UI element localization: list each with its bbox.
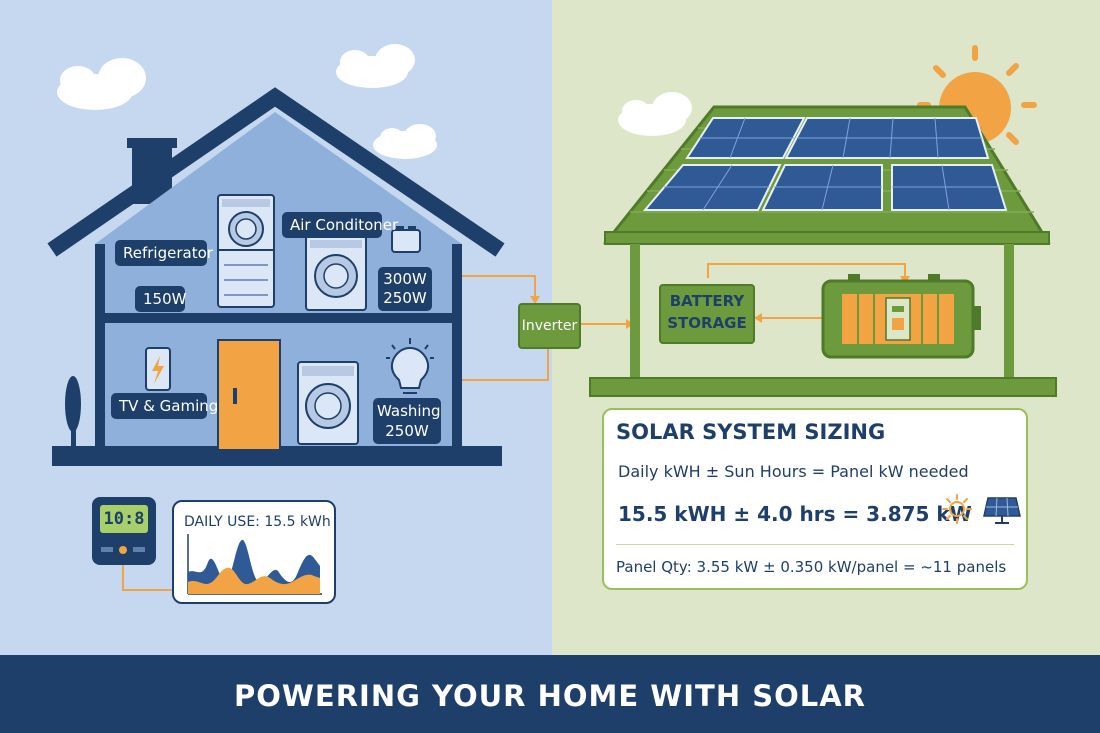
washer-lower-icon [297,361,359,445]
inverter-box [518,303,581,349]
cloud-left [57,58,146,110]
battery-line1: BATTERY [669,292,745,310]
inverter-label: Inverter [521,318,578,334]
sizing-divider [616,544,1014,545]
solar-sizing-panel: SOLAR SYSTEM SIZING Daily kWH ± Sun Hour… [602,408,1028,590]
door [217,339,281,451]
banner-title: POWERING YOUR HOME WITH SOLAR [234,679,866,713]
battery-icon [821,274,981,359]
small-solar-panel-icon [983,497,1021,524]
meter-display: 10:8 [103,509,145,529]
phone-icon [145,347,171,391]
washer-dryer-stack [217,194,275,308]
refrigerator-label: Refrigerator [115,240,213,266]
small-sun-icon [942,494,972,524]
house [47,87,505,466]
ac-unit-icon [391,226,421,253]
energy-meter [92,497,172,591]
panel-qty: Panel Qty: 3.55 kW ± 0.350 kW/panel = ~1… [616,558,1007,576]
footer-banner: POWERING YOUR HOME WITH SOLAR [0,655,1100,733]
solar-roof [589,105,1057,397]
cloud-middle [336,44,415,88]
washing-text: Washing [377,402,441,420]
daily-use-label: DAILY USE: 15.5 kWh [184,514,331,530]
sizing-calculation: 15.5 kWH ± 4.0 hrs = 3.875 kW [618,502,972,526]
lightbulb-icon [386,338,434,394]
ac-watts-label: 300W 250W [378,267,432,311]
battery-storage-label: BATTERY STORAGE [660,290,754,334]
washer-icon [305,235,367,311]
battery-line2: STORAGE [667,314,747,332]
daily-use-panel: DAILY USE: 15.5 kWh [172,500,336,604]
wave-chart [187,534,322,595]
sizing-title: SOLAR SYSTEM SIZING [616,420,886,444]
air-conditioner-label: Air Conditoner [282,212,398,238]
refrigerator-watts: 150W [135,286,186,312]
tv-gaming-label: TV & Gaming [111,393,218,419]
cloud-right [618,92,692,136]
ac-watts-line1: 300W [383,270,427,288]
battery-storage-box [659,284,755,344]
cloud-small [373,124,437,159]
connector-lines [462,263,906,381]
washing-watts: 250W [385,422,429,440]
sizing-formula: Daily kWH ± Sun Hours = Panel kW needed [618,462,969,481]
ac-watts-line2: 250W [383,289,427,307]
washing-label: Washing 250W [373,398,441,444]
